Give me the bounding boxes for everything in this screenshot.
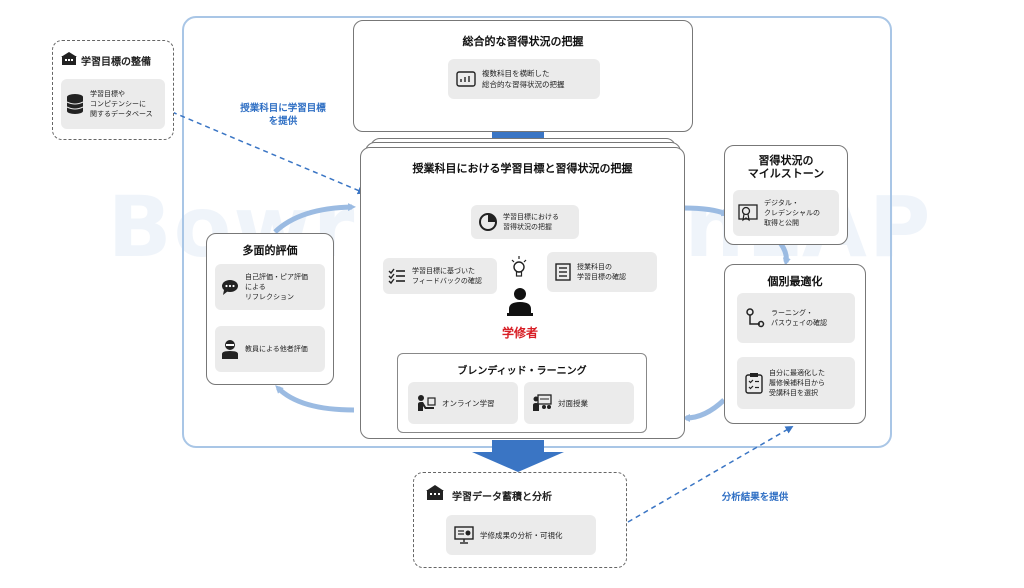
- monitor-chart-icon: [454, 526, 474, 544]
- dashboard-icon: [456, 71, 476, 87]
- blended-learning-title: ブレンディッド・ラーニング: [457, 366, 587, 377]
- cycle-card-mastery: 学習目標における 習得状況の把握: [471, 205, 579, 239]
- in-person-class-card: 対面授業: [524, 382, 634, 424]
- building-icon: [61, 51, 77, 70]
- learning-goals-text: 学習目標や コンピテンシーに 関するデータベース: [90, 90, 153, 118]
- personalization-title: 個別最適化: [767, 275, 823, 288]
- course-select-text: 自分に最適化した 履修候補科目から 受講科目を選択: [769, 369, 825, 397]
- cycle-text-feedback: 学習目標に基づいた フィードバックの確認: [412, 267, 482, 285]
- blended-learning-box: ブレンディッド・ラーニング オンライン学習 対面授業: [397, 353, 647, 433]
- overall-mastery-title: 総合的な習得状況の把握: [462, 35, 584, 48]
- cycle-card-course-goals: 授業科目の 学習目標の確認: [547, 252, 657, 292]
- data-analysis-box: 学習データ蓄積と分析 学修成果の分析・可視化: [413, 472, 627, 568]
- online-learning-card: オンライン学習: [408, 382, 518, 424]
- credential-card: デジタル・ クレデンシャルの 取得と公開: [733, 190, 839, 236]
- self-peer-eval-card: 自己評価・ピア評価 による リフレクション: [215, 264, 325, 310]
- classroom-icon: [532, 394, 552, 412]
- analysis-card: 学修成果の分析・可視化: [446, 515, 596, 555]
- personalization-box: 個別最適化 ラーニング・ パスウェイの確認 自分に最適化した 履修候補科目から …: [724, 264, 866, 424]
- list-icon: [555, 263, 571, 281]
- learner-icon: [507, 287, 533, 321]
- pie-chart-icon: [479, 213, 497, 231]
- dashed-link-goals: [171, 111, 366, 195]
- cycle-arrow-right-top: [683, 205, 730, 217]
- in-person-class-text: 対面授業: [558, 398, 588, 408]
- teacher-eval-card: 教員による他者評価: [215, 326, 325, 372]
- teacher-eval-text: 教員による他者評価: [245, 345, 308, 353]
- pathway-text: ラーニング・ パスウェイの確認: [771, 309, 827, 327]
- evaluation-box: 多面的評価 自己評価・ピア評価 による リフレクション 教員による他者評価: [206, 233, 334, 385]
- self-peer-eval-text: 自己評価・ピア評価 による リフレクション: [245, 273, 308, 301]
- analysis-text: 学修成果の分析・可視化: [480, 530, 563, 540]
- pathway-card: ラーニング・ パスウェイの確認: [737, 293, 855, 343]
- overall-mastery-box: 総合的な習得状況の把握 複数科目を横断した 総合的な習得状況の把握: [353, 20, 693, 132]
- cycle-arrow-left-top: [273, 203, 356, 234]
- chat-icon: [221, 279, 239, 295]
- clipboard-icon: [745, 372, 763, 394]
- learning-goals-card: 学習目標や コンピテンシーに 関するデータベース: [61, 79, 165, 129]
- data-analysis-title: 学習データ蓄積と分析: [452, 491, 552, 503]
- link-data-label: 分析結果を提供: [721, 492, 789, 503]
- lightbulb-icon: [511, 256, 527, 282]
- learner-label: 学修者: [501, 326, 538, 340]
- cycle-arrow-left-bottom: [275, 385, 355, 413]
- teacher-icon: [221, 339, 239, 359]
- down-arrow: [472, 440, 564, 472]
- cycle-text-mastery: 学習目標における 習得状況の把握: [503, 213, 559, 231]
- cycle-arrow-right-bottom: [682, 398, 726, 422]
- database-icon: [66, 93, 84, 115]
- route-icon: [745, 308, 765, 328]
- course-mastery-title: 授業科目における学習目標と習得状況の把握: [412, 162, 633, 175]
- learning-goals-title: 学習目標の整備: [81, 57, 151, 68]
- checklist-icon: [388, 268, 406, 285]
- online-learning-icon: [416, 394, 436, 412]
- course-mastery-box: 授業科目における学習目標と習得状況の把握 学習目標における 習得状況の把握 授業…: [360, 147, 685, 439]
- credential-text: デジタル・ クレデンシャルの 取得と公開: [764, 199, 820, 227]
- evaluation-title: 多面的評価: [242, 244, 298, 257]
- certificate-icon: [738, 204, 758, 222]
- overall-mastery-text: 複数科目を横断した 総合的な習得状況の把握: [482, 69, 565, 89]
- course-select-card: 自分に最適化した 履修候補科目から 受講科目を選択: [737, 357, 855, 409]
- link-goals-label: 授業科目に学習目標 を提供: [240, 103, 326, 127]
- milestone-box: 習得状況の マイルストーン デジタル・ クレデンシャルの 取得と公開: [724, 145, 848, 245]
- overall-mastery-card: 複数科目を横断した 総合的な習得状況の把握: [448, 59, 600, 99]
- cycle-card-feedback: 学習目標に基づいた フィードバックの確認: [383, 258, 497, 294]
- cycle-text-course-goals: 授業科目の 学習目標の確認: [577, 263, 626, 281]
- milestone-title: 習得状況の マイルストーン: [747, 154, 825, 180]
- dashed-link-data: [627, 425, 794, 523]
- building-icon: [426, 485, 444, 505]
- online-learning-text: オンライン学習: [442, 398, 495, 408]
- learning-goals-box: 学習目標の整備 学習目標や コンピテンシーに 関するデータベース: [52, 40, 174, 140]
